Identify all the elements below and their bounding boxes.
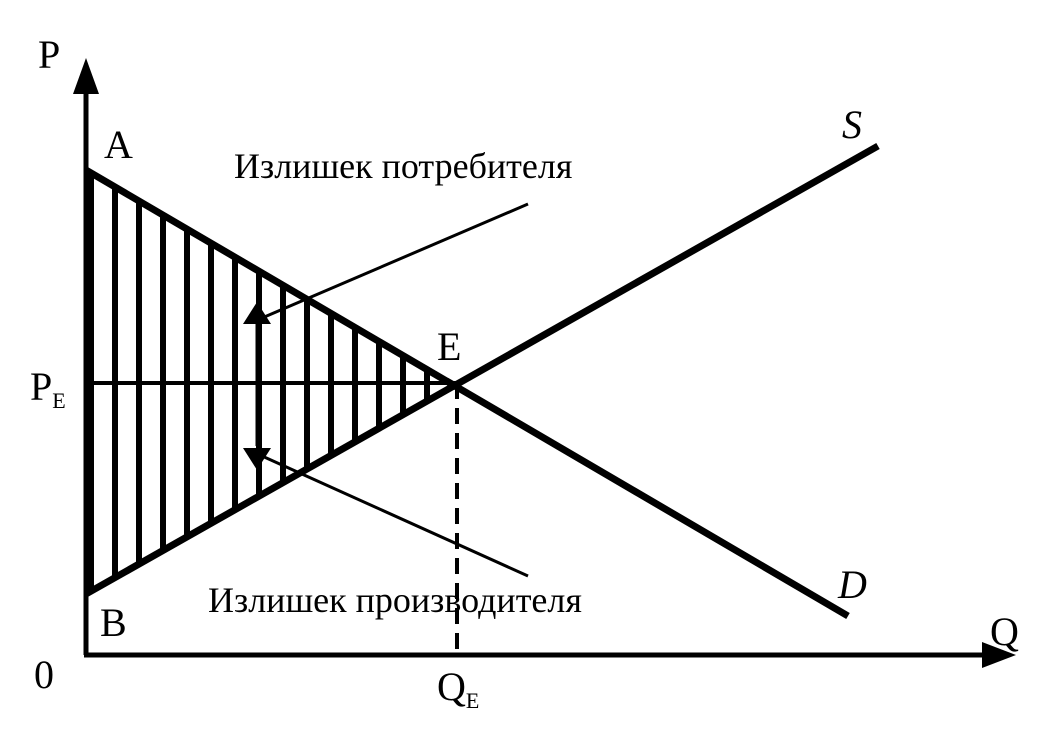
equilibrium-price-label: PE [30, 364, 66, 413]
consumer-surplus-hatch-stripe [352, 170, 358, 383]
producer-surplus-hatch-stripe [448, 383, 454, 594]
consumer-surplus-hatch-stripe [160, 170, 166, 383]
consumer-surplus-hatch-stripe [136, 170, 142, 383]
demand-curve-label: D [837, 562, 867, 607]
quantity-axis-label: Q [990, 609, 1019, 654]
equilibrium-quantity-label: QE [437, 664, 479, 713]
producer-surplus-hatch-stripe [112, 383, 118, 594]
producer-surplus-hatch-stripe [352, 383, 358, 594]
equilibrium-quantity-subscript: E [466, 688, 479, 713]
producer-surplus-hatch-stripe [208, 383, 214, 594]
producer-surplus-hatch-stripe [376, 383, 382, 594]
consumer-surplus-label: Излишек потребителя [234, 146, 572, 186]
consumer-surplus-hatch-stripe [88, 170, 94, 383]
equilibrium-price-subscript: E [52, 388, 65, 413]
consumer-surplus-hatch-stripe [376, 170, 382, 383]
consumer-surplus-hatch-stripe [208, 170, 214, 383]
consumer-surplus-pointer-line [261, 202, 529, 320]
producer-surplus-hatch-stripe [256, 383, 262, 594]
price-axis-arrow [73, 58, 99, 94]
producer-surplus-hatch-stripe [88, 383, 94, 594]
producer-surplus-pointer-line [261, 454, 529, 578]
point-e-label: E [437, 324, 461, 369]
consumer-surplus-hatch-stripe [232, 170, 238, 383]
consumer-surplus-hatch-stripe [256, 170, 262, 383]
equilibrium-price-main: P [30, 364, 52, 409]
quantity-axis-arrow [982, 642, 1016, 668]
point-a-label: A [104, 122, 133, 167]
consumer-surplus-hatch-stripe [424, 170, 430, 383]
point-b-label: B [100, 600, 127, 645]
consumer-surplus-arrowhead [243, 302, 271, 324]
producer-surplus-hatch-stripe [232, 383, 238, 594]
demand-curve [84, 166, 850, 620]
supply-curve-label: S [842, 102, 862, 147]
producer-surplus-hatch-stripe [280, 383, 286, 594]
consumer-surplus-hatch-stripe [328, 170, 334, 383]
consumer-surplus-hatch-stripe [304, 170, 310, 383]
producer-surplus-hatch-stripe [328, 383, 334, 594]
producer-surplus-hatch-stripe [424, 383, 430, 594]
consumer-surplus-hatch-stripe [112, 170, 118, 383]
equilibrium-quantity-main: Q [437, 664, 466, 709]
producer-surplus-hatch-stripe [160, 383, 166, 594]
supply-curve [84, 142, 880, 598]
producer-surplus-hatch-stripe [136, 383, 142, 594]
consumer-surplus-hatch-stripe [280, 170, 286, 383]
consumer-surplus-hatch-stripe [184, 170, 190, 383]
producer-surplus-hatch-stripe [184, 383, 190, 594]
price-axis-label: P [38, 32, 60, 77]
producer-surplus-label: Излишек производителя [208, 580, 582, 620]
producer-surplus-hatch-stripe [304, 383, 310, 594]
origin-label: 0 [34, 652, 54, 697]
producer-surplus-arrowhead [243, 448, 271, 470]
